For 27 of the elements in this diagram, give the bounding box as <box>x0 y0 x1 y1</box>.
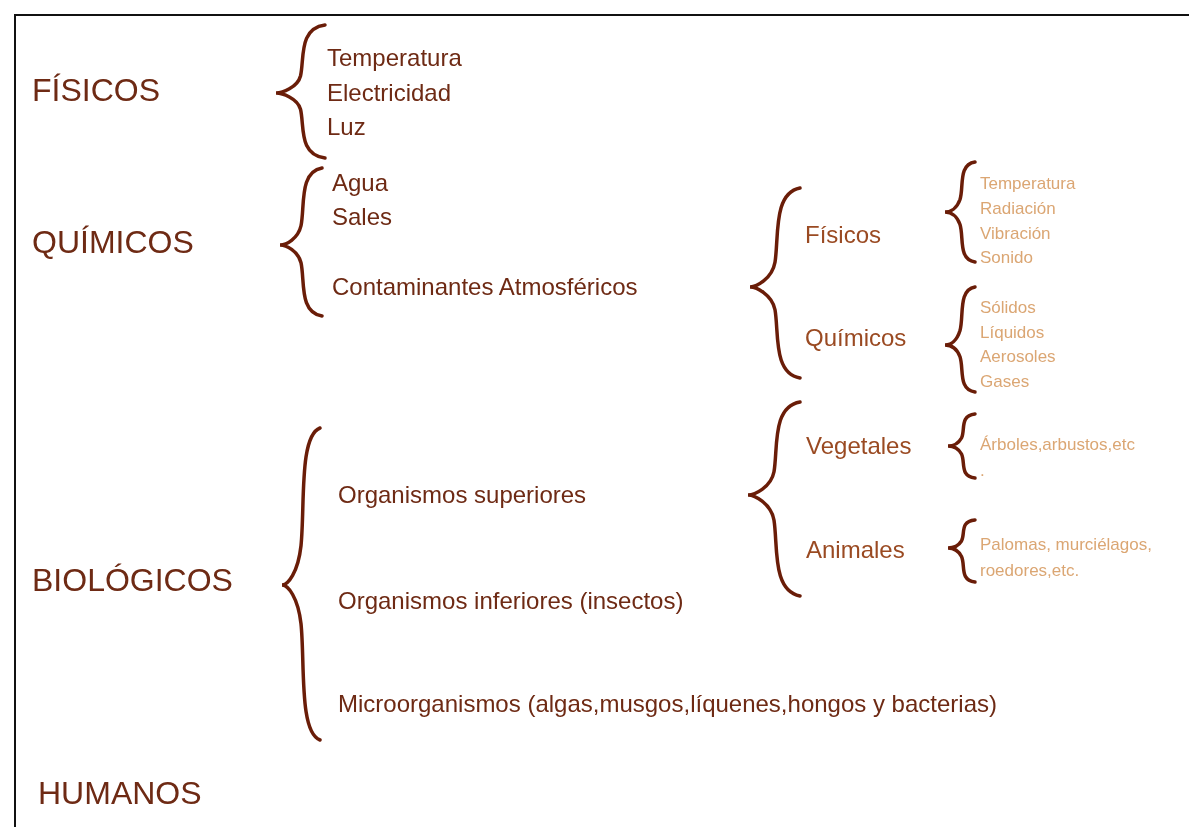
list-item: Sólidos <box>980 298 1036 318</box>
category-heading: BIOLÓGICOS <box>32 561 233 599</box>
list-item: Organismos superiores <box>338 481 587 509</box>
category-heading: QUÍMICOS <box>32 223 194 261</box>
list-item: Aerosoles <box>980 347 1056 367</box>
list-item: Gases <box>980 372 1030 392</box>
list-item: Microorganismos (algas,musgos,líquenes,hongos y bacterias) <box>338 690 997 718</box>
subcategory-label: Químicos <box>805 324 907 352</box>
subcategory-label: Físicos <box>805 221 881 249</box>
list-item: Temperatura <box>327 44 462 72</box>
list-item: Palomas, murciélagos, roedores,etc. <box>980 533 1153 581</box>
list-item: Sales <box>332 203 393 231</box>
subcategory-label: Animales <box>806 536 905 564</box>
subcategory-label: Vegetales <box>806 432 912 460</box>
list-item: Vibración <box>980 224 1051 244</box>
list-item: Líquidos <box>980 323 1045 343</box>
category-heading: FÍSICOS <box>32 71 160 109</box>
list-item: Contaminantes Atmosféricos <box>332 273 638 301</box>
list-item: Luz <box>327 113 366 141</box>
list-item: Radiación <box>980 199 1056 219</box>
list-item: Agua <box>332 169 389 197</box>
list-item: Temperatura <box>980 174 1076 194</box>
list-item: Árboles,arbustos,etc . <box>980 433 1135 481</box>
list-item: Organismos inferiores (insectos) <box>338 587 684 615</box>
list-item: Sonido <box>980 248 1033 268</box>
list-item: Electricidad <box>327 79 452 107</box>
category-heading: HUMANOS <box>38 774 202 812</box>
